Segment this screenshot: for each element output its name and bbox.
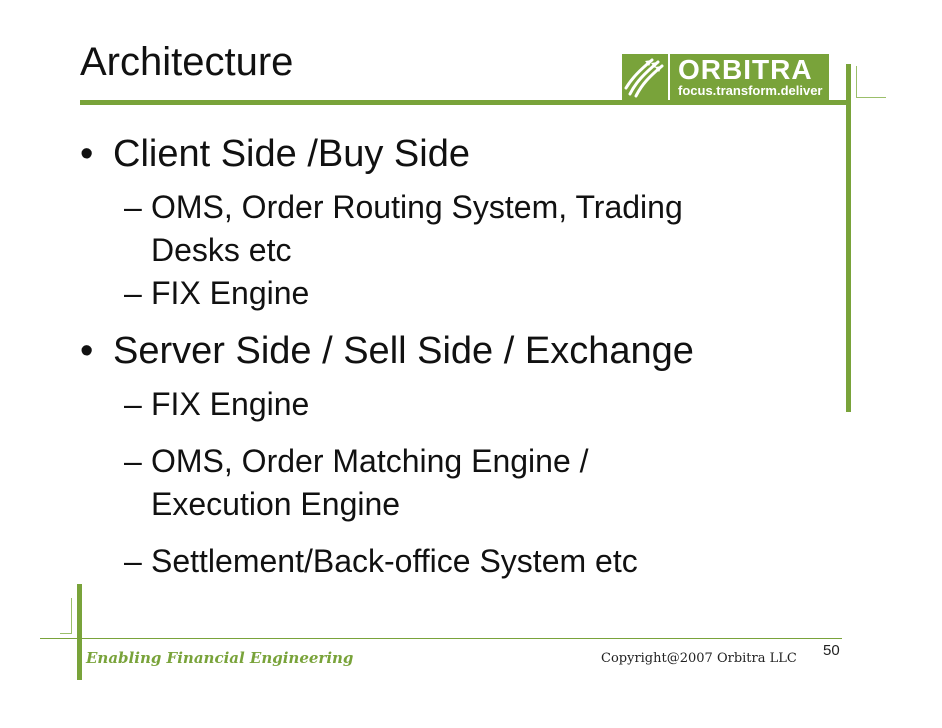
bullet-client-side: • Client Side /Buy Side	[80, 132, 840, 176]
page-number: 50	[823, 642, 840, 659]
bullet-text: Server Side / Sell Side / Exchange	[113, 330, 694, 372]
dash-marker: –	[124, 386, 142, 422]
logo-tagline: focus.transform.deliver	[678, 82, 823, 98]
orbitra-arrows-logo-icon	[622, 54, 668, 100]
dash-marker: –	[124, 443, 142, 479]
subitem-oms-matching: –OMS, Order Matching Engine / Execution E…	[80, 440, 840, 526]
subitem-line: FIX Engine	[151, 275, 310, 311]
dash-marker: –	[124, 189, 142, 225]
left-corner-mark	[71, 598, 72, 634]
footer-tagline: Enabling Financial Engineering	[86, 649, 354, 667]
left-accent-bar	[77, 584, 82, 680]
footer-divider	[40, 638, 842, 639]
slide-title: Architecture	[80, 40, 294, 84]
subitem-line: Desks etc	[151, 232, 292, 268]
subitem-settlement: –Settlement/Back-office System etc	[80, 540, 840, 583]
subitem-line: OMS, Order Routing System, Trading	[151, 189, 683, 225]
subitem-fix-engine-server: –FIX Engine	[80, 383, 840, 426]
subitem-line: FIX Engine	[151, 386, 310, 422]
bullet-marker: •	[80, 330, 94, 372]
bullet-server-side: • Server Side / Sell Side / Exchange	[80, 329, 840, 373]
left-corner-mark-horizontal	[60, 633, 72, 634]
bullet-marker: •	[80, 133, 94, 175]
right-corner-mark-horizontal	[856, 97, 886, 98]
dash-marker: –	[124, 275, 142, 311]
company-logo: ORBITRA focus.transform.deliver	[622, 54, 829, 100]
logo-text: ORBITRA focus.transform.deliver	[670, 54, 829, 100]
dash-marker: –	[124, 543, 142, 579]
slide-content: •Client Side /Buy Side –OMS, Order Routi…	[80, 132, 840, 583]
footer-copyright: Copyright@2007 Orbitra LLC	[601, 651, 797, 666]
logo-name: ORBITRA	[678, 53, 813, 85]
right-corner-mark	[856, 66, 857, 98]
subitem-line: Execution Engine	[151, 486, 401, 522]
right-accent-bar	[846, 64, 851, 412]
bullet-text: Client Side /Buy Side	[113, 133, 470, 175]
subitem-line: Settlement/Back-office System etc	[151, 543, 638, 579]
subitem-line: OMS, Order Matching Engine /	[151, 443, 589, 479]
subitem-fix-engine-client: –FIX Engine	[80, 272, 840, 315]
title-divider	[80, 100, 850, 105]
